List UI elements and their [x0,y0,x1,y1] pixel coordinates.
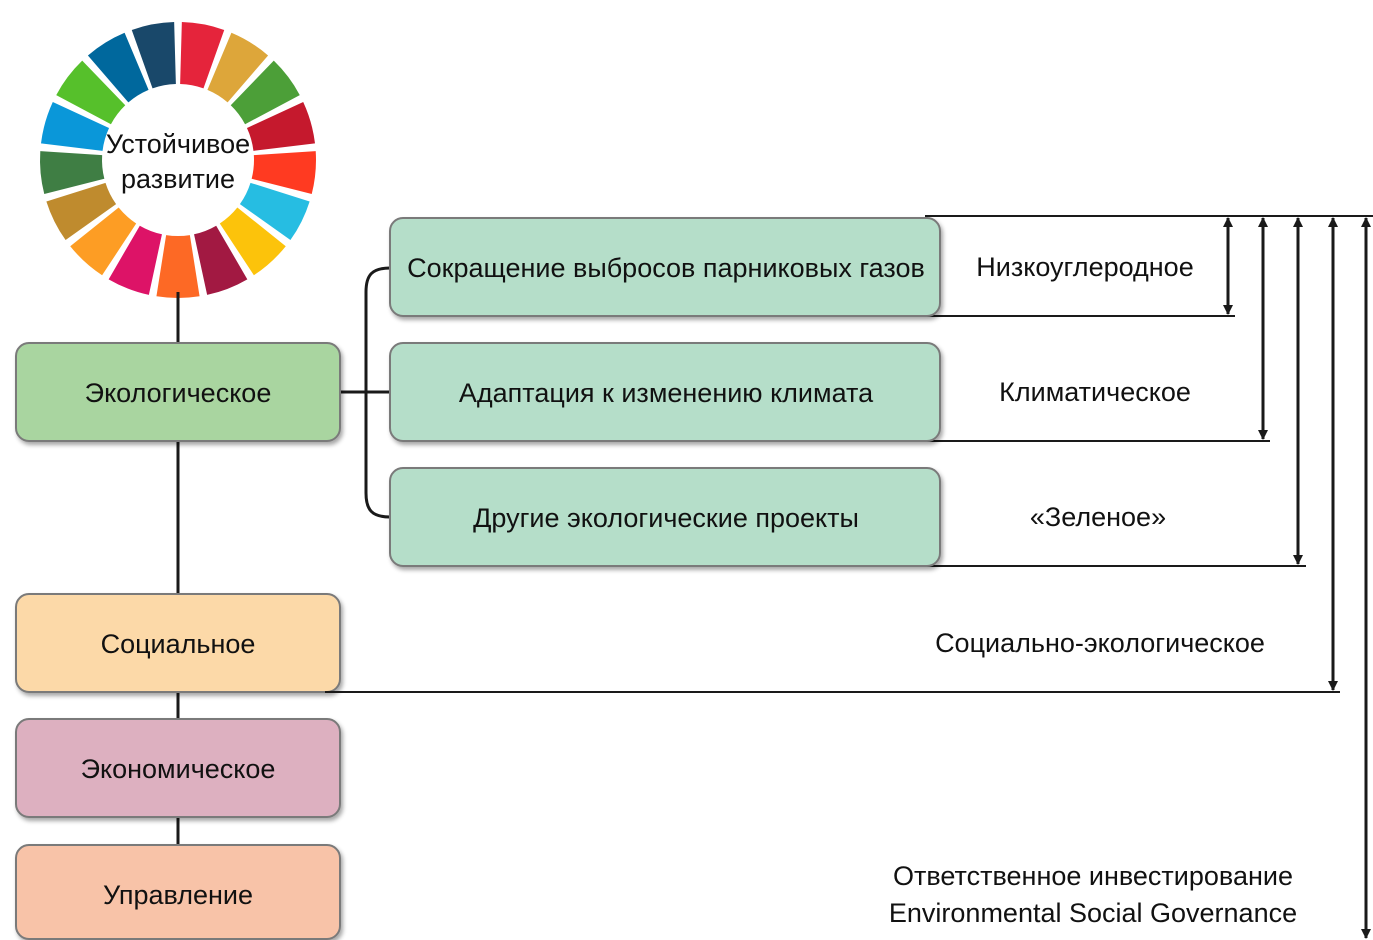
climate-label: Климатическое [999,377,1191,407]
wheel-label-line1: Устойчивое [106,129,250,159]
sdg-wheel-segment [156,235,200,298]
sdg-wheel [39,22,316,298]
green-label: «Зеленое» [1030,502,1166,532]
sdg-wheel-segment [40,101,110,151]
sdg-wheel-segment [207,32,269,103]
sdg-wheel-segment [246,101,316,151]
ecological-box[interactable] [15,342,341,442]
wheel-label-line2: развитие [121,164,235,194]
ecological-label: Экологическое [85,378,272,408]
economic-label: Экономическое [81,754,276,784]
bracket-curve [364,266,391,519]
responsible-investing-label: Ответственное инвестирование [893,861,1293,891]
economic-box[interactable] [15,718,341,818]
sdg-wheel-segment [108,225,162,295]
adaptation-project-box[interactable] [389,342,941,442]
sdg-wheel-segment [194,225,248,295]
sdg-wheel-segment [239,182,310,241]
sdg-wheel-segment [70,207,137,276]
governance-box[interactable] [15,844,341,940]
sdg-wheel-segment [251,151,316,195]
social-box[interactable] [15,593,341,693]
governance-label: Управление [103,880,253,910]
other-project-label: Другие экологические проекты [473,503,859,533]
sdg-wheel-segment [56,60,126,125]
sdg-wheel-segment [131,22,176,89]
adaptation-project-label: Адаптация к изменению климата [459,378,874,408]
social-eco-label: Социально-экологическое [935,628,1265,658]
sdg-wheel-segment [87,32,149,103]
sdg-wheel-segment [230,60,300,125]
sdg-wheel-segment [180,22,225,89]
low-carbon-label: Низкоуглеродное [976,252,1193,282]
emissions-project-box[interactable] [389,217,941,317]
sdg-wheel-segment [219,207,286,276]
other-project-box[interactable] [389,467,941,567]
sdg-wheel-segment [39,151,105,195]
social-label: Социальное [101,629,256,659]
sdg-wheel-segment [46,182,117,241]
emissions-project-label: Сокращение выбросов парниковых газов [407,253,925,283]
esg-label: Environmental Social Governance [889,898,1297,928]
